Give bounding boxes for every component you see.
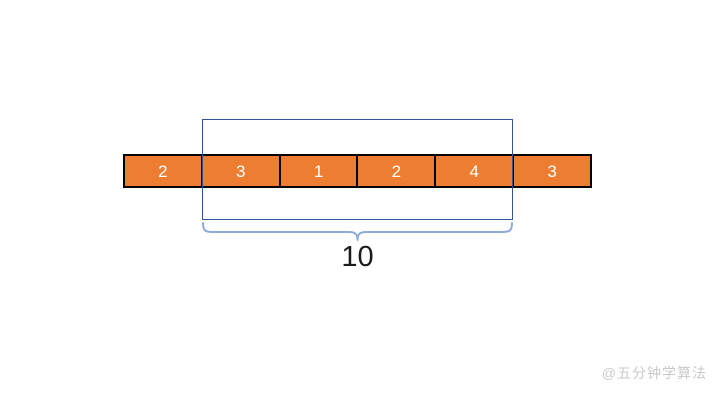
array-row: 2 3 1 2 4 3	[123, 154, 592, 188]
array-cell: 2	[358, 156, 437, 186]
watermark-text: @五分钟学算法	[601, 365, 707, 381]
sliding-window-rectangle	[202, 119, 513, 220]
underbrace-icon	[202, 222, 513, 241]
array-cell: 1	[280, 156, 359, 186]
array-cell: 4	[436, 156, 515, 186]
window-sum-label: 10	[341, 241, 374, 273]
array-cell: 3	[514, 156, 590, 186]
array-cell: 3	[202, 156, 281, 186]
array-cell: 2	[125, 156, 203, 186]
